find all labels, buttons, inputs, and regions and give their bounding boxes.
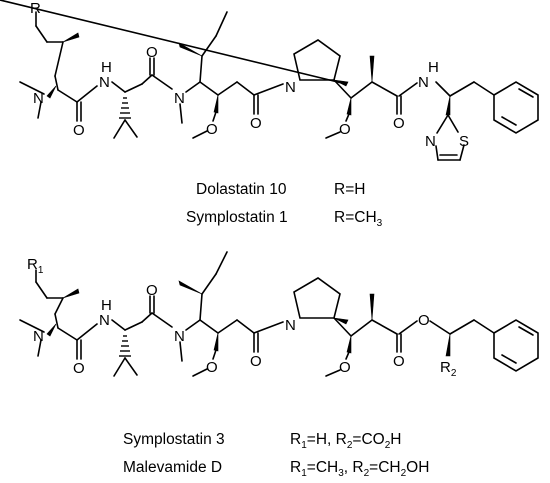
r2-group-label: R2 — [440, 359, 457, 379]
ester-oxygen: O — [418, 312, 430, 329]
thiazole-nitrogen: N — [425, 133, 436, 150]
pyrrolidine-nitrogen: N — [285, 79, 296, 96]
methoxy-oxygen-1: O — [206, 359, 218, 376]
caption-malevamide-d-groups: R1=CH3, R2=CH2OH — [290, 459, 429, 479]
amide-hydrogen-1: H — [101, 59, 112, 76]
carbonyl-oxygen-4: O — [393, 115, 405, 132]
carbonyl-oxygen-3: O — [250, 115, 262, 132]
caption-malevamide-d-name: Malevamide D — [123, 459, 222, 476]
n-methyl-nitrogen: N — [174, 328, 185, 345]
pyrrolidine-nitrogen: N — [285, 317, 296, 334]
carbonyl-oxygen-2: O — [146, 282, 158, 299]
thiazole-sulfur: S — [459, 133, 469, 150]
caption-symplostatin-3-name: Symplostatin 3 — [123, 431, 225, 448]
r1-group-label: R1 — [27, 256, 44, 276]
carbonyl-oxygen-4: O — [393, 353, 405, 370]
amide-nitrogen-2: N — [418, 74, 429, 91]
carbonyl-oxygen-1: O — [73, 122, 85, 139]
n-methyl-nitrogen: N — [174, 90, 185, 107]
dimethylamino-nitrogen: N — [33, 328, 44, 345]
carbonyl-oxygen-1: O — [73, 360, 85, 377]
amide-hydrogen-1: H — [101, 297, 112, 314]
caption-dolastatin-10-name: Dolastatin 10 — [196, 181, 287, 198]
amide-nitrogen-1: N — [99, 312, 110, 329]
caption-symplostatin-1-name: Symplostatin 1 — [186, 209, 288, 226]
carbonyl-oxygen-3: O — [250, 353, 262, 370]
methoxy-oxygen-2: O — [339, 121, 351, 138]
r-group-label: R — [30, 0, 41, 17]
structure-symplostatin-3: R1 N O N H O N O O N O O O R2 Symplostat… — [19, 251, 539, 479]
amide-nitrogen-1: N — [99, 74, 110, 91]
carbonyl-oxygen-2: O — [146, 44, 158, 61]
methoxy-oxygen-2: O — [339, 359, 351, 376]
amide-hydrogen-2: H — [428, 59, 439, 76]
caption-dolastatin-10-r: R=H — [334, 181, 365, 198]
structure-dolastatin-10: R N O N H O N O O N O O N H N S Dolastat… — [0, 0, 539, 229]
caption-symplostatin-3-groups: R1=H, R2=CO2H — [290, 431, 401, 451]
methoxy-oxygen-1: O — [206, 121, 218, 138]
caption-symplostatin-1-r: R=CH3 — [334, 209, 383, 229]
dimethylamino-nitrogen: N — [33, 90, 44, 107]
